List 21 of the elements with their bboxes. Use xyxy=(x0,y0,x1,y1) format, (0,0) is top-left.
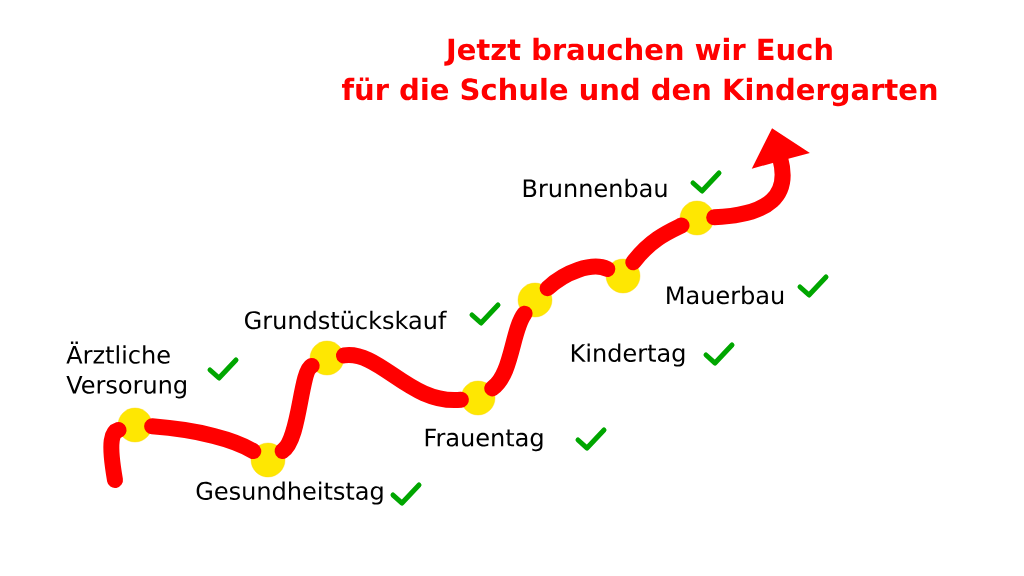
milestone-label: Kindertag xyxy=(571,343,685,367)
milestone-dot xyxy=(460,380,496,416)
milestone-label: Gesundheitstag xyxy=(196,481,383,505)
road-line xyxy=(103,422,127,488)
milestone-dot xyxy=(117,407,153,443)
milestone-label: Grundstückskauf xyxy=(245,310,447,330)
road-line xyxy=(336,347,469,408)
milestone-label: Frauentag xyxy=(425,428,543,452)
milestone-dot xyxy=(605,258,641,294)
milestone-dot xyxy=(250,442,286,478)
road-line xyxy=(484,305,533,397)
road-line xyxy=(625,217,690,271)
milestone-label: Brunnenbau xyxy=(523,178,667,198)
road-line xyxy=(274,357,320,459)
milestone-label: Mauerbau xyxy=(667,285,784,305)
title: Jetzt brauchen wir Euch für die Schule und den Kindergarten xyxy=(342,37,937,107)
road-line xyxy=(144,418,262,460)
milestone-label: Ärztliche Versorung xyxy=(66,341,186,399)
milestone-dot xyxy=(309,340,345,376)
milestone-dot xyxy=(679,200,715,236)
milestone-dot xyxy=(517,282,553,318)
